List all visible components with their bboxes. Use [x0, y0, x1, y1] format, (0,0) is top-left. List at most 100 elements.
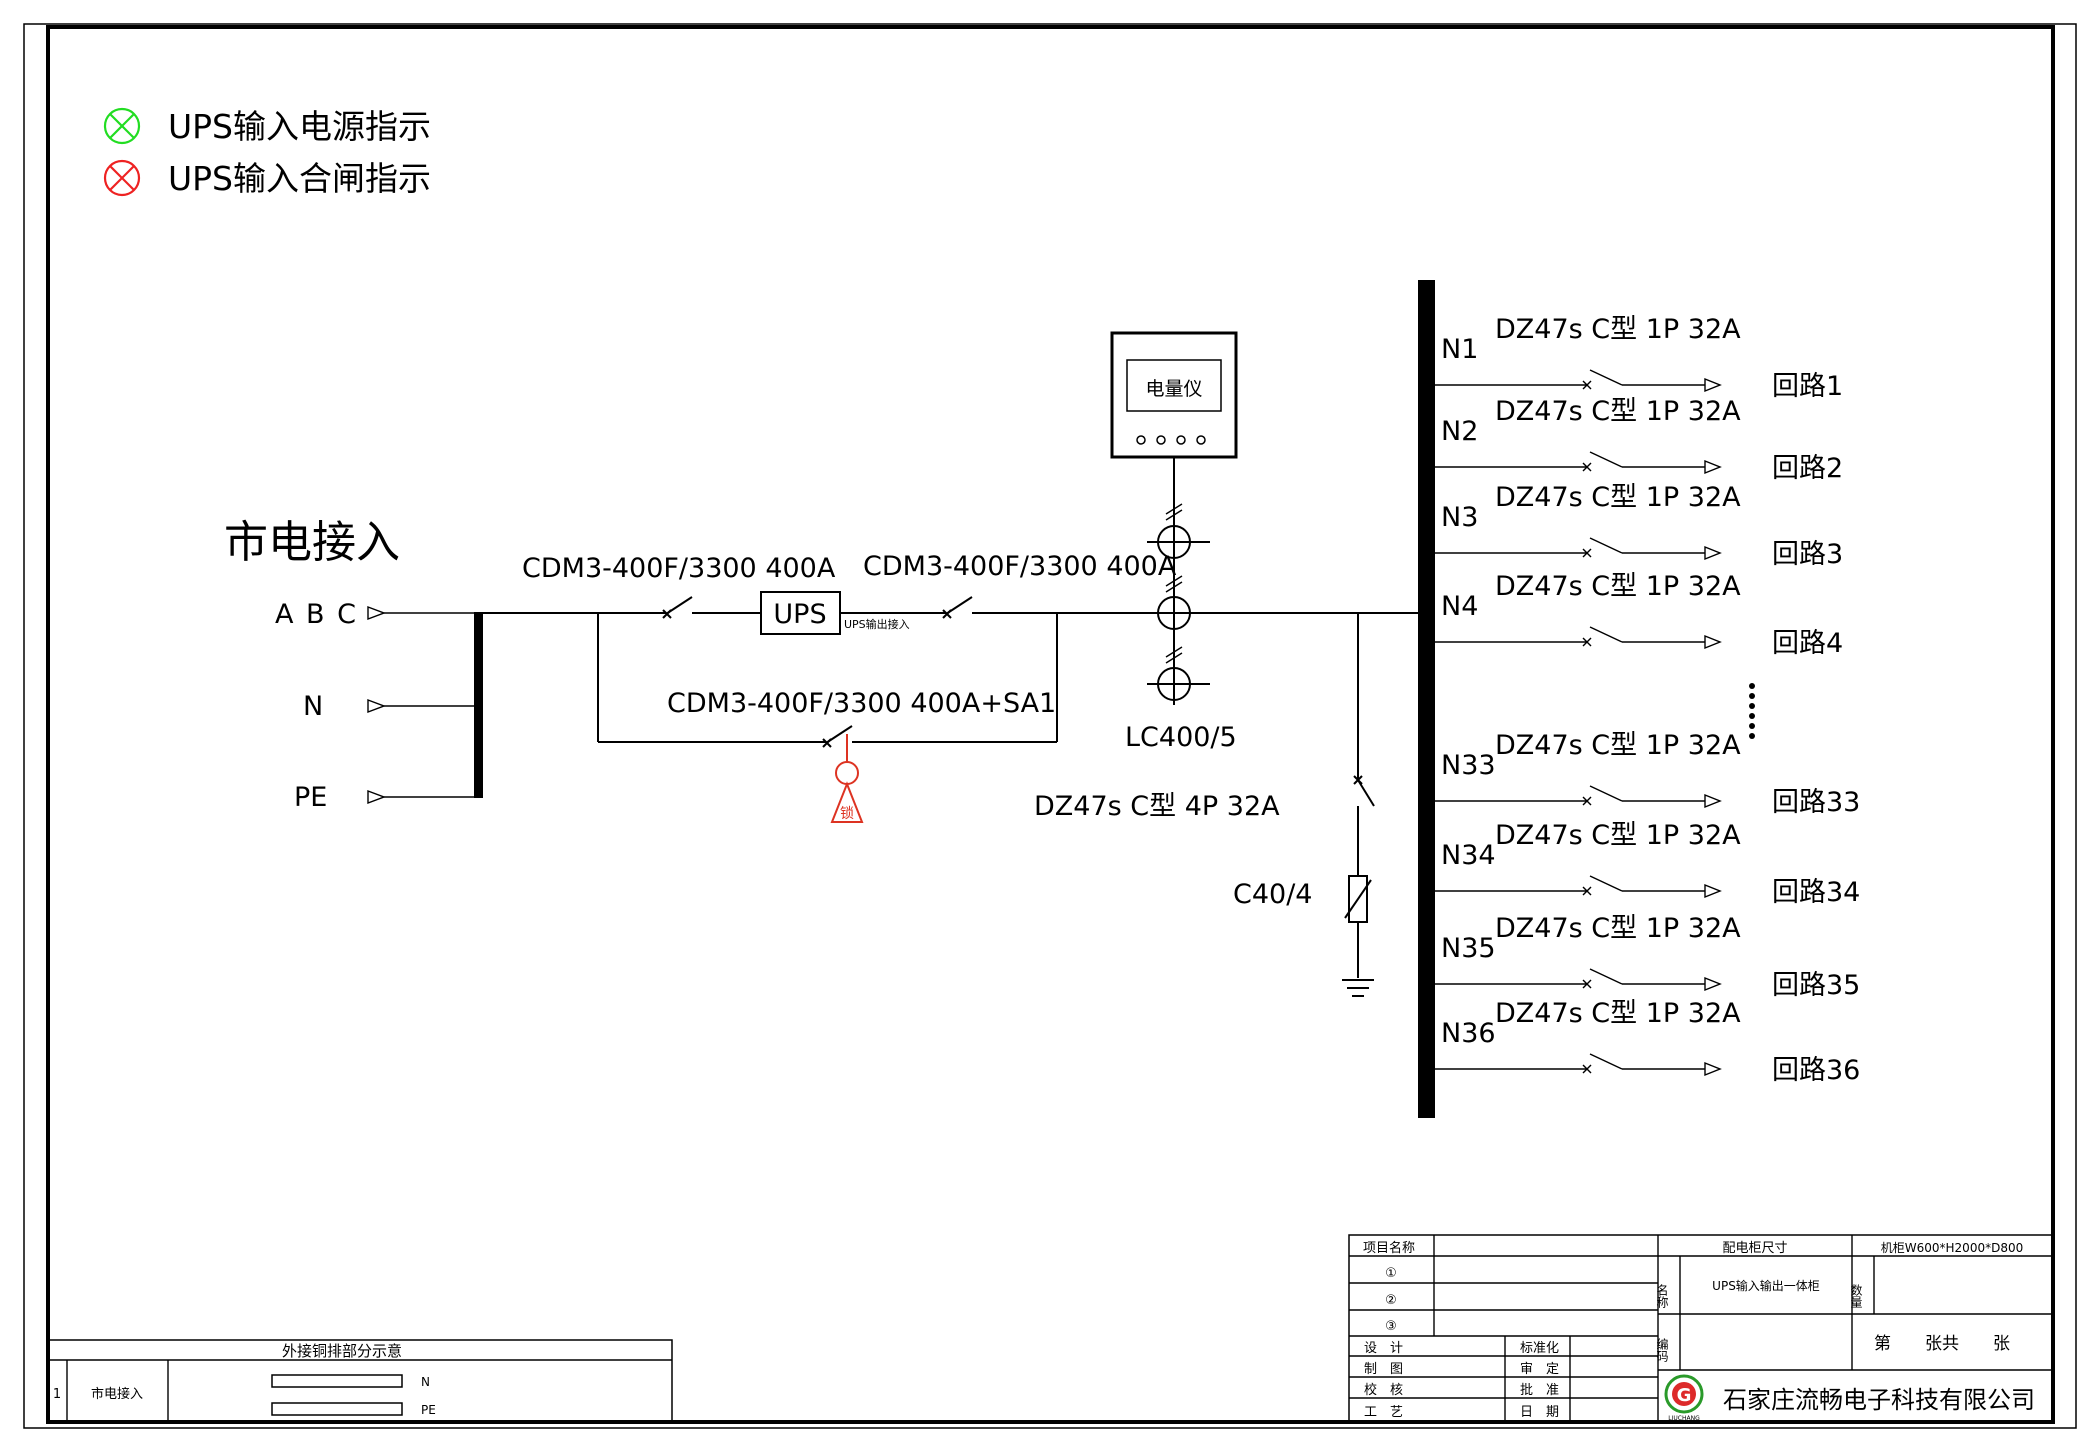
outer-border [23, 23, 2077, 1429]
tb-role-review: 审 定 [1520, 1362, 1559, 1377]
power-meter-label: 电量仪 [1145, 378, 1202, 400]
legend-lamp-red-icon [103, 159, 141, 197]
branch-spec: DZ47s C型 1P 32A [1495, 482, 1741, 513]
terminal-n-icon [367, 698, 386, 714]
power-meter [1110, 331, 1238, 459]
copper-row-name: 市电接入 [91, 1386, 143, 1402]
current-transformer-icon [1147, 503, 1210, 701]
legend-lamp-green-icon [103, 107, 141, 145]
logo-text: LIUCHANG [1668, 1415, 1700, 1422]
copper-row-no: 1 [53, 1387, 61, 1402]
tb-rev-3: ③ [1385, 1319, 1397, 1334]
branch-id: N1 [1441, 334, 1478, 365]
output-breaker-icon [942, 596, 973, 619]
branch-spec: DZ47s C型 1P 32A [1495, 314, 1741, 345]
source-title: 市电接入 [224, 517, 400, 568]
ups-output-note: UPS输出接入 [844, 617, 910, 631]
tb-role-approve: 批 准 [1520, 1383, 1559, 1398]
output-breaker-label: CDM3-400F/3300 400A [863, 551, 1177, 582]
copper-table-title: 外接铜排部分示意 [282, 1342, 402, 1360]
branch-spec: DZ47s C型 1P 32A [1495, 396, 1741, 427]
branch-spec: DZ47s C型 1P 32A [1495, 571, 1741, 602]
input-breaker-icon [662, 596, 693, 619]
terminal-abc-icon [367, 605, 386, 621]
continuation-dots-icon [1749, 683, 1755, 739]
copper-bar-table: 外接铜排部分示意 1 市电接入 N PE [47, 1339, 673, 1423]
tb-rev-1: ① [1385, 1266, 1397, 1281]
tb-name-value: UPS输入输出一体柜 [1712, 1278, 1820, 1293]
tb-role-process: 工 艺 [1364, 1405, 1403, 1420]
branch-spec: DZ47s C型 1P 32A [1495, 998, 1741, 1029]
tb-code-label: 编码 [1655, 1337, 1669, 1362]
tb-qty-label: 数量 [1849, 1283, 1863, 1308]
legend-label-closing: UPS输入合闸指示 [168, 159, 431, 198]
ups-box [760, 591, 841, 635]
copper-bar-n [271, 1374, 403, 1388]
ups-label: UPS [773, 599, 826, 630]
tb-role-design: 设 计 [1364, 1341, 1403, 1356]
branch-id: N36 [1441, 1018, 1496, 1049]
branch-terminal-icon [1704, 976, 1722, 992]
tb-cabinet-size-label: 配电柜尺寸 [1722, 1241, 1787, 1256]
bypass-breaker-label: CDM3-400F/3300 400A+SA1 [667, 688, 1056, 719]
legend-label-power: UPS输入电源指示 [168, 107, 431, 146]
branch-id: N2 [1441, 416, 1478, 447]
title-block: 项目名称 配电柜尺寸 机柜W600*H2000*D800 ① ② ③ 名称 UP… [1348, 1234, 2054, 1423]
branch-circuit: 回路34 [1772, 877, 1860, 908]
spd-breaker-icon [1353, 775, 1375, 807]
company-logo-icon: G LIUCHANG [1664, 1374, 1704, 1422]
phase-label-abc: A B C [275, 599, 358, 630]
branch-spec: DZ47s C型 1P 32A [1495, 913, 1741, 944]
lock-icon [830, 734, 864, 823]
branch-id: N3 [1441, 502, 1478, 533]
surge-protector-icon [1344, 875, 1372, 923]
output-busbar [1418, 280, 1435, 1118]
branch-circuit: 回路36 [1772, 1055, 1860, 1086]
tb-name-label: 名称 [1655, 1283, 1669, 1308]
branch-terminal-icon [1704, 1061, 1722, 1077]
branch-circuit: 回路33 [1772, 787, 1860, 818]
branch-terminal-icon [1704, 377, 1722, 393]
tb-project-name: 项目名称 [1363, 1240, 1415, 1256]
tb-rev-2: ② [1385, 1293, 1397, 1308]
bypass-breaker-icon [822, 725, 853, 748]
ct-label: LC400/5 [1125, 722, 1237, 753]
tb-role-drawing: 制 图 [1364, 1362, 1403, 1377]
branch-circuit: 回路4 [1772, 628, 1843, 659]
branch-terminal-icon [1704, 634, 1722, 650]
copper-bar-pe [271, 1402, 403, 1416]
branch-spec: DZ47s C型 1P 32A [1495, 730, 1741, 761]
spd-breaker-label: DZ47s C型 4P 32A [1034, 791, 1280, 822]
branch-id: N33 [1441, 750, 1496, 781]
branch-id: N35 [1441, 933, 1496, 964]
copper-bar-label-n: N [421, 1375, 430, 1389]
meter-buttons-icon [1136, 435, 1206, 445]
phase-label-n: N [303, 691, 323, 722]
branch-circuit: 回路35 [1772, 970, 1860, 1001]
branch-terminal-icon [1704, 793, 1722, 809]
input-busbar [474, 612, 483, 798]
lock-label: 锁 [840, 806, 854, 822]
ground-icon [1342, 979, 1374, 997]
logo-letter: G [1677, 1385, 1692, 1406]
phase-label-pe: PE [294, 782, 327, 813]
tb-role-check: 校 核 [1364, 1382, 1403, 1398]
branch-terminal-icon [1704, 459, 1722, 475]
branch-terminal-icon [1704, 545, 1722, 561]
company-name: 石家庄流畅电子科技有限公司 [1723, 1386, 2035, 1414]
branch-circuit: 回路2 [1772, 453, 1843, 484]
tb-role-standard: 标准化 [1520, 1341, 1559, 1356]
branch-circuit: 回路3 [1772, 539, 1843, 570]
tb-cabinet-size: 机柜W600*H2000*D800 [1881, 1241, 2023, 1255]
branch-terminal-icon [1704, 883, 1722, 899]
tb-role-date: 日 期 [1520, 1405, 1559, 1420]
branch-spec: DZ47s C型 1P 32A [1495, 820, 1741, 851]
legend: UPS输入电源指示 UPS输入合闸指示 [103, 107, 431, 198]
branch-circuit: 回路1 [1772, 371, 1843, 402]
inner-border [46, 25, 2055, 1424]
spd-label: C40/4 [1233, 879, 1312, 910]
copper-bar-label-pe: PE [421, 1403, 436, 1417]
terminal-pe-icon [367, 789, 386, 805]
tb-sheet: 第 张共 张 [1874, 1334, 2010, 1354]
